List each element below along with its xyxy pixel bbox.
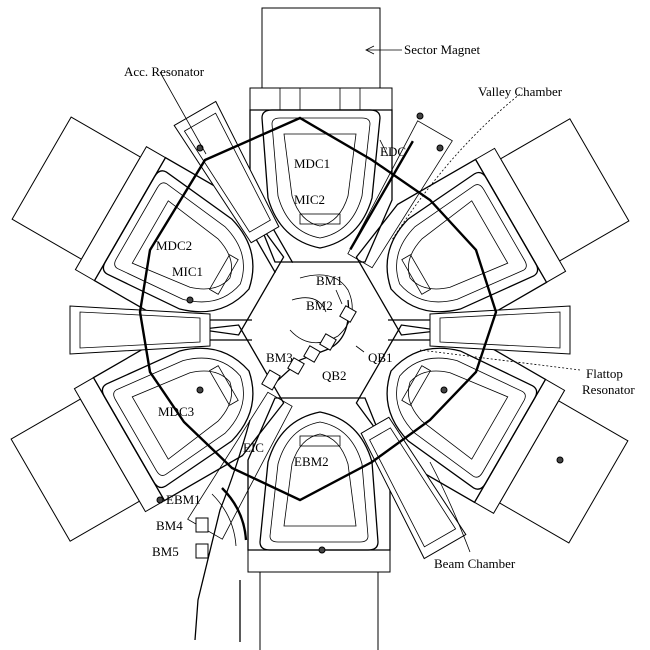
label-ebm1: EBM1 xyxy=(166,492,201,507)
label-bm5: BM5 xyxy=(152,544,179,559)
label-bm4: BM4 xyxy=(156,518,183,533)
label-bm1: BM1 xyxy=(316,273,343,288)
label-mdc2: MDC2 xyxy=(156,238,192,253)
sector-magnet-lower-left xyxy=(10,324,285,542)
label-acc-resonator: Acc. Resonator xyxy=(124,64,205,79)
bm5-element xyxy=(195,543,209,559)
label-resonator: Resonator xyxy=(582,382,635,397)
valley-chamber-lower-left xyxy=(187,391,293,540)
bm2-element xyxy=(339,305,357,323)
label-mic2: MIC2 xyxy=(294,192,325,207)
label-qb1: QB1 xyxy=(368,350,393,365)
label-edc: EDC xyxy=(380,144,406,159)
label-bm2: BM2 xyxy=(306,298,333,313)
sector-magnet-lower-right xyxy=(355,324,629,544)
labels: Sector Magnet Acc. Resonator Valley Cham… xyxy=(124,42,635,571)
sector-magnet-upper-left xyxy=(11,116,285,336)
acc-resonator-upper xyxy=(173,100,294,273)
bm3-element-d xyxy=(261,369,281,391)
sector-magnet-upper-right xyxy=(355,118,630,336)
label-bm3: BM3 xyxy=(266,350,293,365)
bm4-element xyxy=(195,517,209,533)
yoke-fasteners xyxy=(156,112,564,554)
label-mdc3: MDC3 xyxy=(158,404,194,419)
label-mdc1: MDC1 xyxy=(294,156,330,171)
valley-chamber-lower-right xyxy=(360,416,467,560)
sector-magnet-top xyxy=(249,7,393,263)
label-eic: EIC xyxy=(243,440,264,455)
label-mic1: MIC1 xyxy=(172,264,203,279)
flattop-resonator xyxy=(388,305,571,355)
valley-chambers xyxy=(69,100,571,560)
bm3-element-b xyxy=(303,345,321,363)
injection-beamline xyxy=(261,289,365,391)
beam-chamber-outline xyxy=(138,116,498,502)
sector-magnets xyxy=(10,7,630,650)
label-ebm2: EBM2 xyxy=(294,454,329,469)
label-beam-chamber: Beam Chamber xyxy=(434,556,516,571)
label-sector-magnet: Sector Magnet xyxy=(404,42,481,57)
bm3-element-a xyxy=(319,333,337,351)
sector-magnet-bottom xyxy=(247,397,391,650)
extraction-beamline xyxy=(194,419,251,642)
label-valley-chamber: Valley Chamber xyxy=(478,84,563,99)
bm3-element-c xyxy=(287,357,305,375)
leader-lines xyxy=(159,45,581,553)
label-qb2: QB2 xyxy=(322,368,347,383)
acc-resonator-left xyxy=(69,305,252,355)
label-flattop: Flattop xyxy=(586,366,623,381)
valley-chamber-upper-right xyxy=(347,120,453,269)
